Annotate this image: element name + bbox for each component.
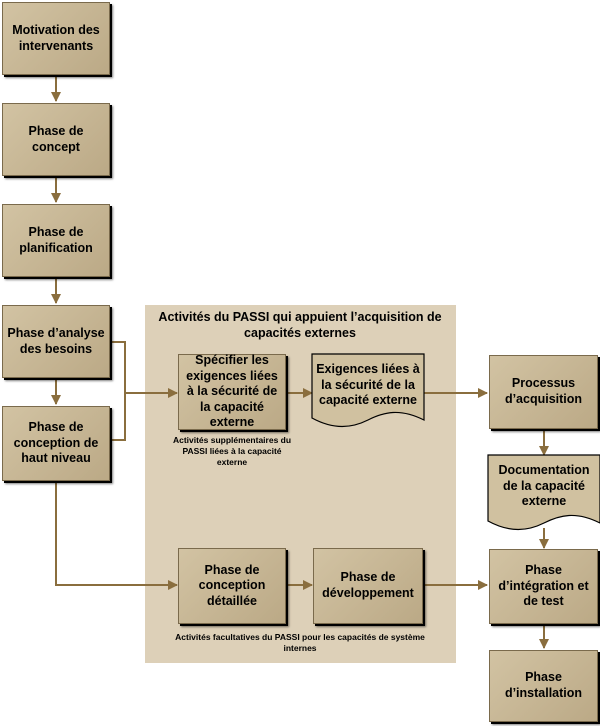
integration-box: Phase d’intégration et de test <box>489 549 598 624</box>
analyse-box: Phase d’analyse des besoins <box>2 305 110 378</box>
exigences-document-text: Exigences liées à la sécurité de la capa… <box>316 362 420 408</box>
note-supplementaires: Activités supplémentaires du PASSI liées… <box>172 435 292 468</box>
note-facultatives: Activités facultatives du PASSI pour les… <box>175 632 425 654</box>
conception-detaillee-box: Phase de conception détaillée <box>178 548 286 624</box>
planification-box: Phase de planification <box>2 204 110 277</box>
arrow-conception-detaillee <box>55 482 178 590</box>
documentation-document-text: Documentation de la capacité externe <box>498 463 590 509</box>
processus-box: Processus d’acquisition <box>489 355 598 429</box>
developpement-box: Phase de développement <box>313 548 423 624</box>
conception-haut-box: Phase de conception de haut niveau <box>2 406 110 481</box>
bracket-to-specifier <box>112 341 126 441</box>
concept-box: Phase de concept <box>2 103 110 176</box>
exigences-document <box>311 353 425 428</box>
panel-title: Activités du PASSI qui appuient l’acquis… <box>158 310 442 340</box>
specifier-box: Spécifier les exigences liées à la sécur… <box>178 353 286 430</box>
documentation-document <box>487 454 600 531</box>
motivation-box: Motivation des intervenants <box>2 2 110 75</box>
installation-box: Phase d’installation <box>489 650 598 722</box>
